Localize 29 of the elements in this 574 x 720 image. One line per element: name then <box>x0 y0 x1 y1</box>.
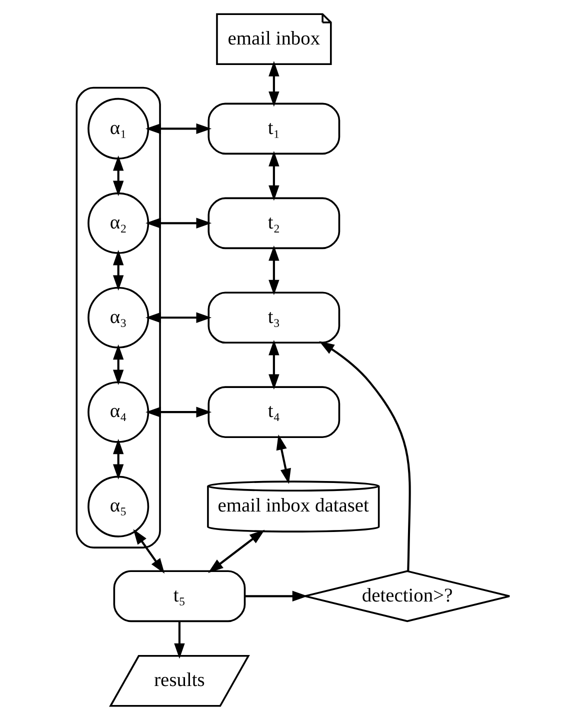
node-box: t₄ <box>207 386 340 438</box>
arrow <box>244 590 308 602</box>
arrow <box>112 344 124 386</box>
node-circle: α₁ <box>87 98 149 160</box>
node-box: t₃ <box>207 292 340 344</box>
arrow <box>268 61 279 107</box>
arrow <box>132 529 164 574</box>
arrow <box>174 621 184 659</box>
arrow <box>112 438 124 480</box>
arrow <box>145 312 212 323</box>
node-diamond: detection>? <box>304 570 510 622</box>
arrow <box>318 341 410 572</box>
arrow <box>112 250 124 291</box>
arrow <box>145 123 212 134</box>
arrow <box>145 406 212 418</box>
arrow <box>268 340 279 390</box>
node-circle: α₄ <box>87 381 149 443</box>
arrow <box>268 151 279 201</box>
node-circle: α₂ <box>87 192 149 254</box>
node-circle: α₃ <box>87 286 149 348</box>
arrow <box>112 155 124 196</box>
arrow <box>276 434 290 484</box>
arrow <box>268 246 279 296</box>
arrow <box>145 218 212 229</box>
node-circle: α₅ <box>87 476 149 538</box>
node-box: t₁ <box>207 102 340 155</box>
node-box: t₂ <box>207 197 340 250</box>
node-box: t₅ <box>112 570 246 622</box>
arrow <box>208 530 264 573</box>
